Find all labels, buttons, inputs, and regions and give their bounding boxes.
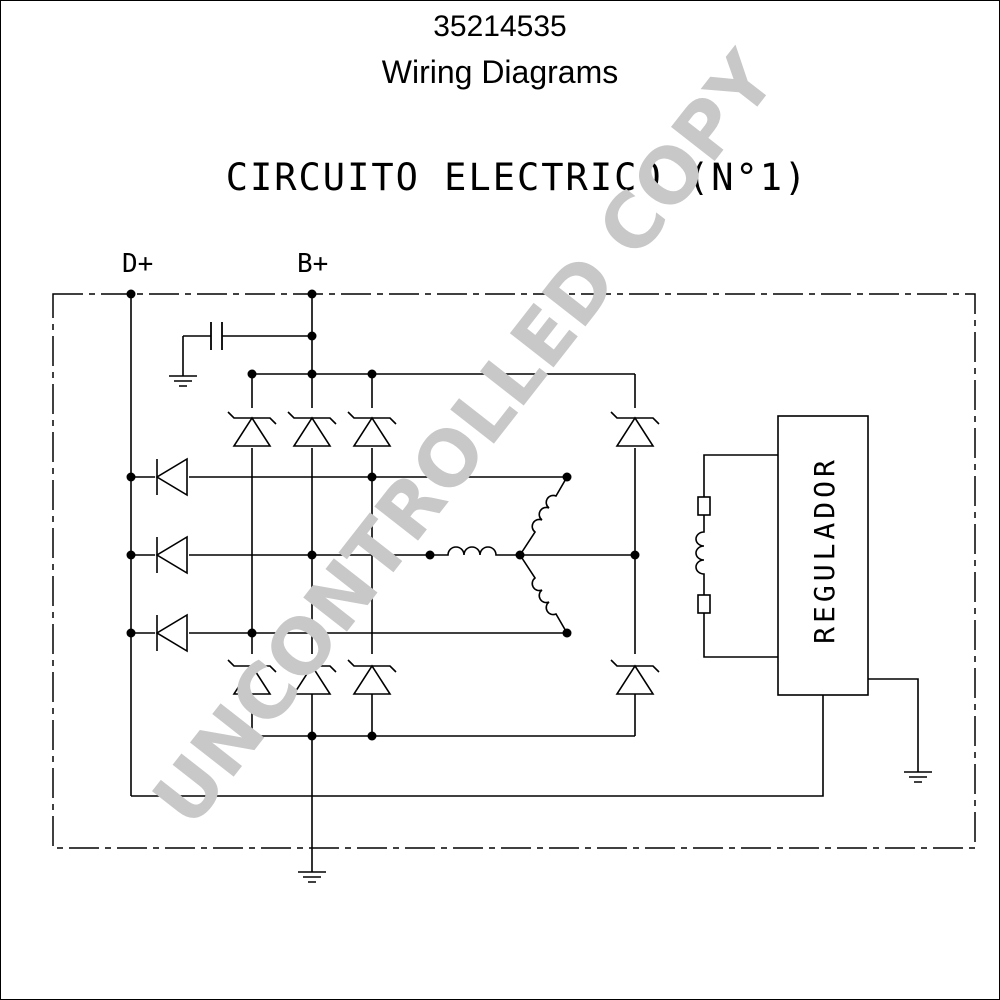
part-number: 35214535	[433, 10, 567, 43]
capacitor	[210, 322, 223, 350]
regulator-label: REGULADOR	[808, 456, 841, 644]
junction-dots	[126, 289, 640, 741]
regulator-box	[777, 415, 869, 696]
exciter-diode-2	[155, 536, 189, 574]
zener-diode-top-3	[347, 408, 397, 448]
zener-diode-top-2	[287, 408, 337, 448]
ground-symbol-capacitor	[168, 375, 198, 387]
zener-diode-top-1	[227, 408, 277, 448]
sheet-title: Wiring Diagrams	[381, 54, 619, 90]
ground-symbol-main	[297, 871, 327, 883]
circuit-title: CIRCUITO ELECTRICO (N°1)	[226, 156, 809, 199]
housing-outline	[52, 293, 976, 849]
terminal-b-plus-label: B+	[297, 249, 328, 279]
exciter-diode-1	[155, 458, 189, 496]
zener-diode-bottom-2	[287, 654, 337, 695]
brush-top	[697, 496, 711, 516]
zener-diode-bottom-1	[227, 654, 277, 695]
exciter-diode-3	[155, 614, 189, 652]
zener-diode-top-4	[610, 408, 660, 448]
terminal-d-plus-label: D+	[122, 249, 153, 279]
brush-bottom	[697, 594, 711, 614]
ground-symbol-regulator	[903, 771, 933, 783]
zener-diode-bottom-4	[610, 654, 660, 695]
zener-diode-bottom-3	[347, 654, 397, 695]
